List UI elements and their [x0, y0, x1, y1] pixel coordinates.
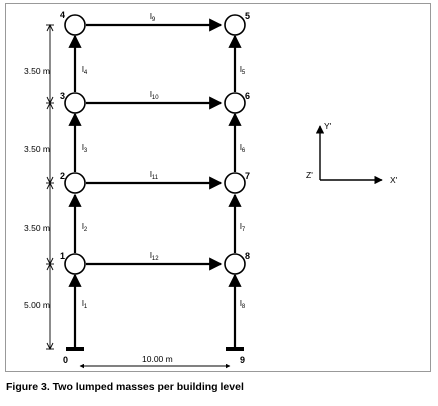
node-5-circle [224, 14, 246, 36]
label-l6: l6 [240, 142, 246, 154]
axis-labels: Y' X' Z' [306, 121, 398, 185]
node-8-circle [224, 253, 246, 275]
label-l7: l7 [240, 221, 246, 233]
figure-caption: Figure 3. Two lumped masses per building… [6, 381, 244, 393]
node-label-2: 2 [60, 171, 65, 181]
support-left [66, 347, 84, 351]
story-height-2: 3.50 m [24, 223, 50, 233]
node-6-circle [224, 92, 246, 114]
support-right [226, 347, 244, 351]
node-2-circle [64, 172, 86, 194]
label-l2: l2 [82, 221, 88, 233]
node-circles [64, 14, 246, 275]
node-label-9: 9 [240, 355, 245, 365]
supports [66, 347, 244, 351]
label-l12: l12 [150, 250, 159, 262]
label-l8: l8 [240, 298, 246, 310]
label-l1: l1 [82, 298, 88, 310]
story-height-3: 3.50 m [24, 144, 50, 154]
height-labels: 3.50 m 3.50 m 3.50 m 5.00 m [24, 64, 50, 310]
node-1-circle [64, 253, 86, 275]
bay-width-label: 10.00 m [142, 354, 173, 364]
node-4-circle [64, 14, 86, 36]
node-label-7: 7 [245, 171, 250, 181]
node-label-3: 3 [60, 91, 65, 101]
label-l4: l4 [82, 64, 88, 76]
label-l3: l3 [82, 142, 88, 154]
story-height-1: 5.00 m [24, 300, 50, 310]
node-3-circle [64, 92, 86, 114]
node-label-4: 4 [60, 10, 65, 20]
node-label-6: 6 [245, 91, 250, 101]
node-7-circle [224, 172, 246, 194]
figure-border [5, 3, 431, 372]
axis-label-z: Z' [306, 170, 313, 180]
axis-label-x: X' [390, 175, 398, 185]
node-label-5: 5 [245, 11, 250, 21]
story-height-4: 3.50 m [24, 66, 50, 76]
label-l10: l10 [150, 89, 159, 101]
label-l5: l5 [240, 64, 246, 76]
height-dimension [46, 23, 54, 351]
node-labels: 4 3 2 1 0 5 6 7 8 9 [60, 10, 250, 365]
member-labels: l9 l10 l11 l12 l4 l3 l2 l1 l5 l6 l7 l8 [82, 11, 246, 310]
node-label-1: 1 [60, 251, 65, 261]
label-l9: l9 [150, 11, 156, 23]
beams [86, 18, 223, 271]
node-label-8: 8 [245, 251, 250, 261]
label-l11: l11 [150, 169, 159, 181]
axis-label-y: Y' [324, 121, 332, 131]
global-axes [315, 125, 383, 185]
node-label-0: 0 [63, 355, 68, 365]
